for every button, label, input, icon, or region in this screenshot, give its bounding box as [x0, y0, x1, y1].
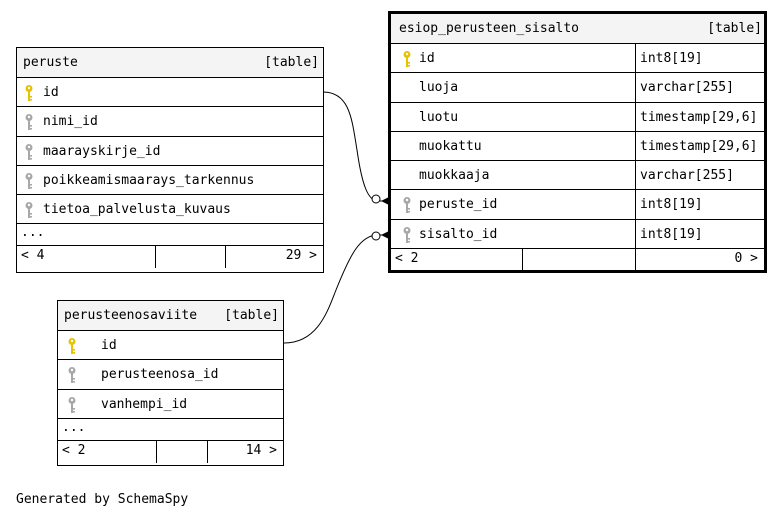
- more-columns-ellipsis: ...: [62, 419, 86, 435]
- table-footer: < 2 14 >: [58, 440, 283, 463]
- edge-peruste-id: [322, 91, 388, 202]
- foreign-key-icon: [23, 113, 35, 131]
- column-name: id: [101, 338, 117, 353]
- column-row[interactable]: id: [58, 331, 283, 361]
- column-name: poikkeamismaarays_tarkennus: [43, 172, 255, 188]
- column-name: id: [43, 85, 59, 100]
- column-type: timestamp[29,6]: [640, 109, 758, 125]
- column-name: peruste_id: [419, 197, 498, 213]
- column-name: maarayskirje_id: [43, 143, 161, 159]
- table-name: perusteenosaviite: [64, 308, 198, 323]
- edge-peruste-id-optional-marker: [371, 194, 381, 204]
- column-row[interactable]: peruste_id int8[19]: [391, 190, 764, 220]
- column-row[interactable]: perusteenosa_id: [58, 360, 283, 390]
- edge-perusteenosaviite-id: [283, 234, 388, 344]
- column-type: int8[19]: [640, 197, 703, 213]
- table-footer: < 4 29 >: [17, 246, 323, 269]
- table-perusteenosaviite[interactable]: perusteenosaviite [table] id perusteenos…: [57, 300, 284, 466]
- primary-key-icon: [401, 50, 413, 68]
- foreign-key-icon: [401, 226, 413, 244]
- column-type: timestamp[29,6]: [640, 138, 758, 154]
- foreign-key-icon: [23, 172, 35, 190]
- column-row[interactable]: nimi_id: [17, 107, 323, 137]
- edge-perusteenosaviite-id-optional-marker: [371, 231, 381, 241]
- foreign-key-icon: [23, 143, 35, 161]
- child-count[interactable]: 0 >: [734, 251, 758, 267]
- column-name: perusteenosa_id: [101, 367, 219, 383]
- column-type: int8[19]: [640, 226, 703, 242]
- edge-peruste-id-arrow: [381, 197, 389, 205]
- column-name: muokattu: [419, 138, 482, 154]
- foreign-key-icon: [66, 396, 78, 414]
- edge-perusteenosaviite-id-arrow: [381, 231, 389, 239]
- table-footer: < 2 0 >: [391, 249, 764, 272]
- column-row[interactable]: vanhempi_id: [58, 390, 283, 419]
- table-header[interactable]: peruste [table]: [17, 48, 323, 78]
- child-count[interactable]: 14 >: [245, 442, 277, 458]
- column-type: varchar[255]: [640, 168, 734, 184]
- column-name: id: [419, 51, 435, 66]
- column-name: sisalto_id: [419, 226, 498, 242]
- column-name: luoja: [419, 80, 459, 96]
- primary-key-icon: [66, 337, 78, 355]
- parent-count[interactable]: < 2: [395, 251, 419, 267]
- column-row[interactable]: id: [17, 78, 323, 108]
- foreign-key-icon: [23, 201, 35, 219]
- column-name: muokkaaja: [419, 168, 490, 184]
- column-row[interactable]: muokkaaja varchar[255]: [391, 161, 764, 191]
- table-kind: [table]: [264, 55, 319, 70]
- foreign-key-icon: [401, 196, 413, 214]
- primary-key-icon: [23, 84, 35, 102]
- column-row[interactable]: sisalto_id int8[19]: [391, 219, 764, 250]
- more-columns-ellipsis: ...: [21, 225, 45, 241]
- table-header[interactable]: esiop_perusteen_sisalto [table]: [391, 14, 764, 44]
- column-row[interactable]: id int8[19]: [391, 44, 764, 74]
- table-esiop-perusteen-sisalto[interactable]: esiop_perusteen_sisalto [table] id int8[…: [388, 11, 767, 273]
- parent-count[interactable]: < 2: [62, 442, 86, 458]
- column-row[interactable]: maarayskirje_id: [17, 137, 323, 166]
- foreign-key-icon: [66, 366, 78, 384]
- column-type: int8[19]: [640, 51, 703, 66]
- child-count[interactable]: 29 >: [285, 248, 317, 264]
- schemaspy-credit: Generated by SchemaSpy: [16, 492, 189, 507]
- more-columns[interactable]: ...: [58, 419, 283, 441]
- table-kind: [table]: [707, 21, 762, 36]
- column-name: tietoa_palvelusta_kuvaus: [43, 202, 231, 218]
- column-name: luotu: [419, 109, 459, 125]
- column-type: varchar[255]: [640, 80, 734, 96]
- table-name: esiop_perusteen_sisalto: [399, 21, 580, 36]
- column-row[interactable]: luoja varchar[255]: [391, 73, 764, 103]
- table-header[interactable]: perusteenosaviite [table]: [58, 301, 283, 331]
- table-peruste[interactable]: peruste [table] id nimi_id maarayskirje_…: [16, 47, 324, 273]
- column-name: vanhempi_id: [101, 396, 188, 412]
- column-row[interactable]: luotu timestamp[29,6]: [391, 102, 764, 132]
- column-name: nimi_id: [43, 114, 98, 130]
- table-name: peruste: [23, 55, 78, 70]
- more-columns[interactable]: ...: [17, 224, 323, 247]
- column-row[interactable]: poikkeamismaarays_tarkennus: [17, 166, 323, 196]
- column-row[interactable]: muokattu timestamp[29,6]: [391, 131, 764, 162]
- parent-count[interactable]: < 4: [21, 248, 45, 264]
- table-kind: [table]: [224, 308, 279, 323]
- column-row[interactable]: tietoa_palvelusta_kuvaus: [17, 195, 323, 225]
